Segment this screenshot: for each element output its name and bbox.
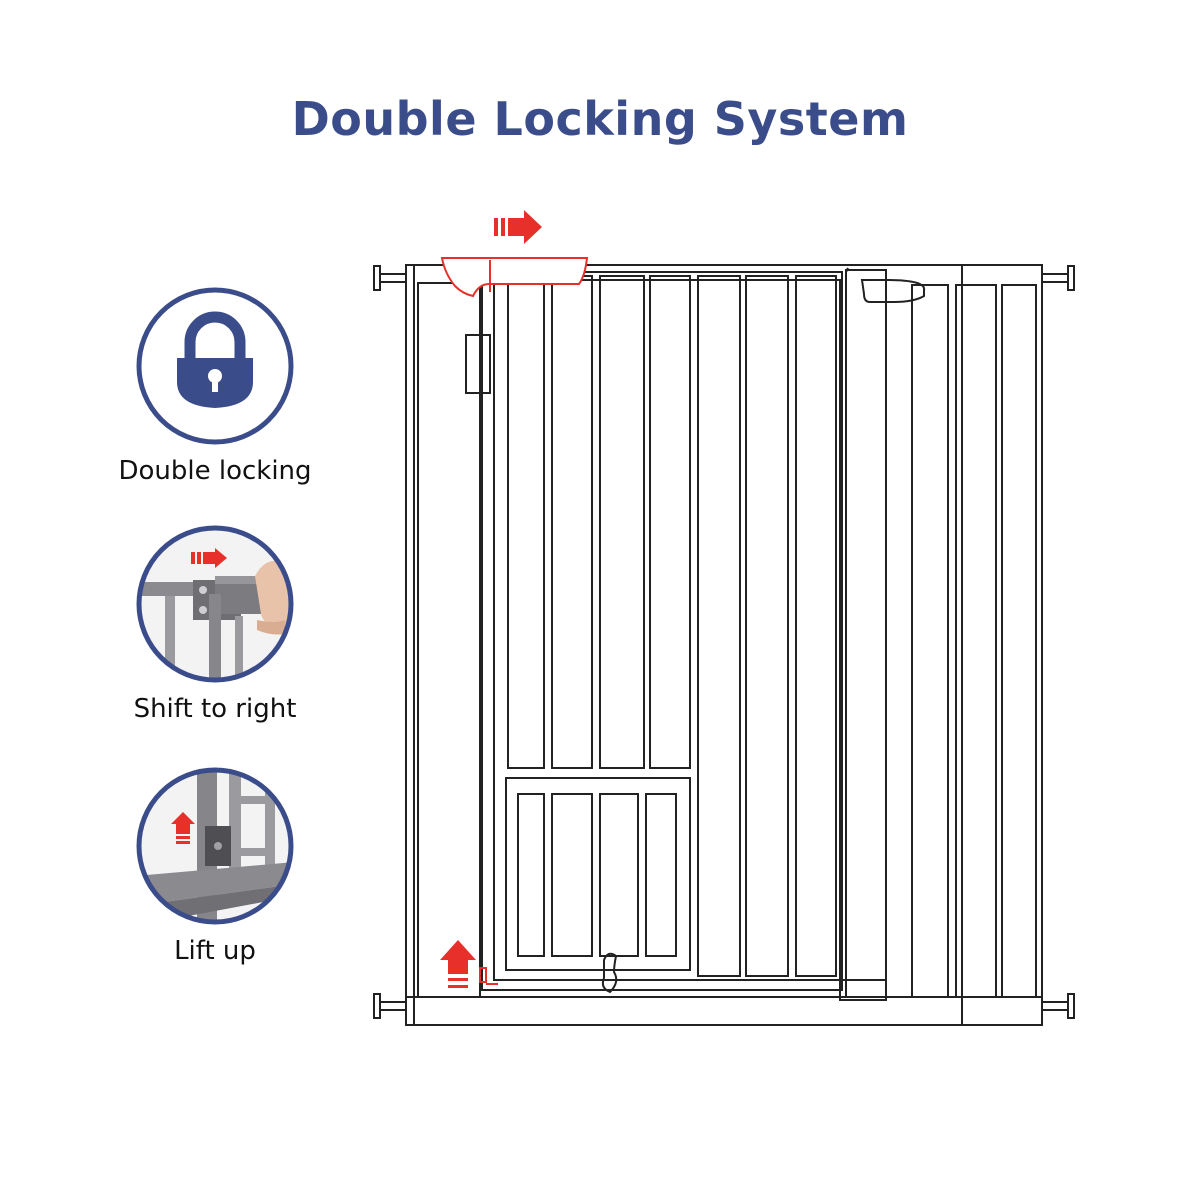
lift-lock-photo [136,767,294,925]
padlock-icon [136,287,294,445]
feature-lift-up: Lift up [110,766,320,966]
feature-label: Lift up [174,936,256,966]
lift-up-arrow-icon [440,940,476,988]
page-title: Double Locking System [291,92,909,146]
shift-latch-highlight [440,257,589,298]
feature-label: Double locking [118,456,312,486]
shift-right-arrow-icon [494,210,542,244]
feature-shift-to-right: Shift to right [110,524,320,724]
gate-outline [373,264,1075,1026]
feature-double-locking: Double locking [110,286,320,486]
feature-label: Shift to right [133,694,297,724]
lift-latch-highlight [479,967,498,985]
gate-diagram [373,210,1075,1026]
shift-lock-photo [136,525,294,683]
